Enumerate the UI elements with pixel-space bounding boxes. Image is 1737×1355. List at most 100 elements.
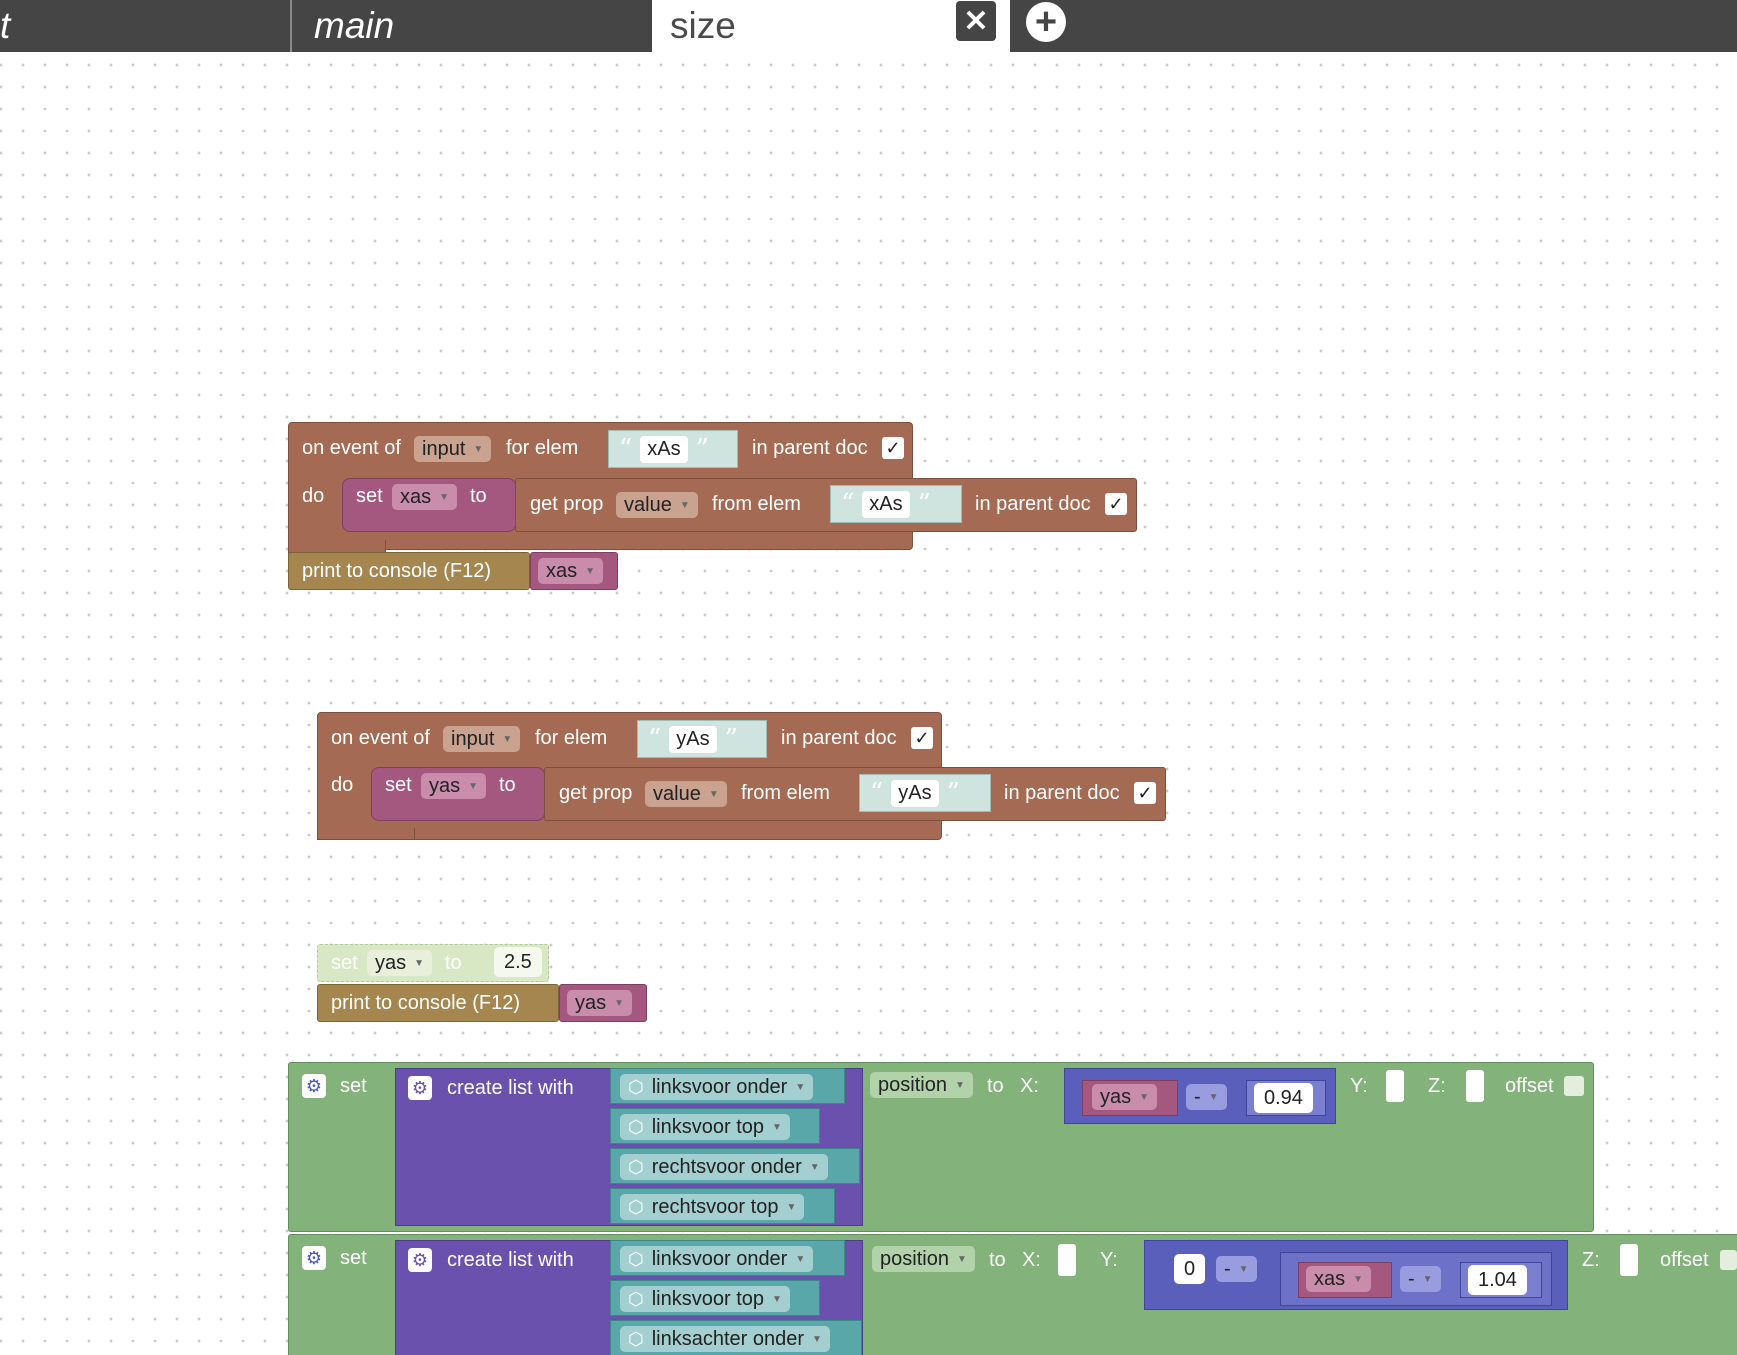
string-value[interactable]: yAs — [669, 725, 717, 753]
set-label: set — [340, 1247, 367, 1269]
tab-main[interactable]: main — [290, 0, 652, 52]
to-label: to — [989, 1249, 1006, 1271]
x-label: X: — [1020, 1075, 1039, 1097]
print-block[interactable] — [288, 552, 530, 590]
create-list-label: create list with — [447, 1077, 574, 1099]
add-icon[interactable]: + — [1026, 2, 1066, 42]
string-value[interactable]: xAs — [640, 435, 688, 463]
get-prop-label: get prop — [559, 782, 633, 804]
operator-dropdown[interactable]: -▼ — [1186, 1084, 1227, 1110]
variable-name: yas — [1100, 1085, 1132, 1108]
variable-name: xas — [546, 559, 578, 582]
event-dropdown[interactable]: input▼ — [443, 726, 521, 752]
parent-doc-checkbox[interactable]: ✓ — [1105, 493, 1127, 515]
gear-icon[interactable]: ⚙ — [302, 1246, 326, 1270]
object-name: linksvoor onder — [651, 1247, 788, 1270]
offset-label: offset — [1660, 1249, 1709, 1271]
cube-icon: ⬡ — [628, 1076, 644, 1097]
empty-input-slot[interactable] — [1386, 1070, 1404, 1102]
variable-name: yas — [375, 951, 407, 974]
object-dropdown[interactable]: ⬡linksvoor onder▼ — [620, 1074, 814, 1100]
prop-dropdown[interactable]: value▼ — [645, 781, 727, 807]
tab-label: size — [670, 5, 736, 46]
gear-icon[interactable]: ⚙ — [302, 1074, 326, 1098]
string-block[interactable]: “xAs” — [608, 430, 738, 468]
set-label: set — [385, 774, 412, 796]
operator-dropdown[interactable]: -▼ — [1400, 1266, 1441, 1292]
offset-checkbox[interactable] — [1720, 1250, 1737, 1270]
offset-checkbox[interactable] — [1564, 1076, 1584, 1096]
object-dropdown[interactable]: ⬡rechtsvoor top▼ — [620, 1194, 805, 1220]
object-dropdown[interactable]: ⬡linksvoor onder▼ — [620, 1246, 814, 1272]
to-label: to — [445, 952, 462, 974]
string-block[interactable]: “yAs” — [637, 720, 767, 758]
variable-dropdown[interactable]: yas▼ — [567, 990, 633, 1016]
print-label: print to console (F12) — [302, 560, 491, 582]
parent-doc-checkbox[interactable]: ✓ — [882, 437, 904, 459]
variable-dropdown[interactable]: yas▼ — [367, 950, 433, 976]
tab-label: main — [314, 5, 395, 46]
in-parent-doc-label: in parent doc — [781, 727, 897, 749]
set-label: set — [340, 1075, 367, 1097]
to-label: to — [987, 1075, 1004, 1097]
tab-t[interactable]: t — [0, 0, 290, 52]
to-label: to — [499, 774, 516, 796]
variable-dropdown[interactable]: yas▼ — [421, 773, 487, 799]
set-label: set — [356, 485, 383, 507]
event-dropdown[interactable]: input▼ — [414, 436, 492, 462]
gear-icon[interactable]: ⚙ — [408, 1248, 432, 1272]
gear-icon[interactable]: ⚙ — [408, 1076, 432, 1100]
number-input[interactable]: 1.04 — [1468, 1265, 1527, 1295]
empty-input-slot[interactable] — [1620, 1244, 1638, 1276]
operator: - — [1194, 1085, 1201, 1108]
operator-dropdown[interactable]: -▼ — [1216, 1256, 1257, 1282]
object-name: rechtsvoor onder — [651, 1155, 802, 1178]
for-elem-label: for elem — [506, 437, 579, 459]
parent-doc-checkbox[interactable]: ✓ — [911, 727, 933, 749]
close-icon[interactable]: ✕ — [956, 1, 996, 41]
on-event-of-label: on event of — [302, 437, 401, 459]
prop-dropdown[interactable]: value▼ — [616, 492, 698, 518]
tab-bar: t main size ✕ + — [0, 0, 1737, 52]
print-block[interactable] — [317, 984, 559, 1022]
string-value[interactable]: yAs — [891, 779, 939, 807]
in-parent-doc-label: in parent doc — [1004, 782, 1120, 804]
for-elem-label: for elem — [535, 727, 608, 749]
number-input[interactable]: 0 — [1174, 1254, 1206, 1284]
object-dropdown[interactable]: ⬡rechtsvoor onder▼ — [620, 1154, 828, 1180]
object-name: rechtsvoor top — [651, 1195, 779, 1218]
property-dropdown[interactable]: position▼ — [872, 1246, 975, 1272]
parent-doc-checkbox[interactable]: ✓ — [1134, 782, 1156, 804]
prop-value: value — [624, 493, 672, 516]
object-dropdown[interactable]: ⬡linksvoor top▼ — [620, 1114, 790, 1140]
string-value[interactable]: xAs — [862, 490, 910, 518]
event-value: input — [451, 727, 495, 750]
object-name: linksvoor top — [651, 1287, 764, 1310]
string-block[interactable]: “yAs” — [859, 774, 991, 812]
object-name: linksvoor top — [651, 1115, 764, 1138]
empty-input-slot[interactable] — [1058, 1244, 1076, 1276]
in-parent-doc-label: in parent doc — [752, 437, 868, 459]
do-label: do — [302, 485, 325, 507]
variable-dropdown[interactable]: yas▼ — [1092, 1084, 1158, 1110]
variable-dropdown[interactable]: xas▼ — [392, 484, 458, 510]
variable-dropdown[interactable]: xas▼ — [538, 558, 604, 584]
object-dropdown[interactable]: ⬡linksachter onder▼ — [620, 1326, 830, 1352]
cube-icon: ⬡ — [628, 1328, 644, 1349]
tab-size[interactable]: size — [652, 0, 1010, 52]
event-value: input — [422, 437, 466, 460]
cube-icon: ⬡ — [628, 1156, 644, 1177]
string-block[interactable]: “xAs” — [830, 485, 962, 523]
number-input[interactable]: 0.94 — [1254, 1083, 1313, 1113]
empty-input-slot[interactable] — [1466, 1070, 1484, 1102]
cube-icon: ⬡ — [628, 1116, 644, 1137]
do-label: do — [331, 774, 354, 796]
object-dropdown[interactable]: ⬡linksvoor top▼ — [620, 1286, 790, 1312]
property-dropdown[interactable]: position▼ — [870, 1072, 973, 1098]
prop-value: value — [653, 782, 701, 805]
number-input[interactable]: 2.5 — [494, 947, 542, 977]
variable-dropdown[interactable]: xas▼ — [1306, 1266, 1372, 1292]
object-name: linksvoor onder — [651, 1075, 788, 1098]
cube-icon: ⬡ — [628, 1248, 644, 1269]
y-label: Y: — [1350, 1075, 1368, 1097]
